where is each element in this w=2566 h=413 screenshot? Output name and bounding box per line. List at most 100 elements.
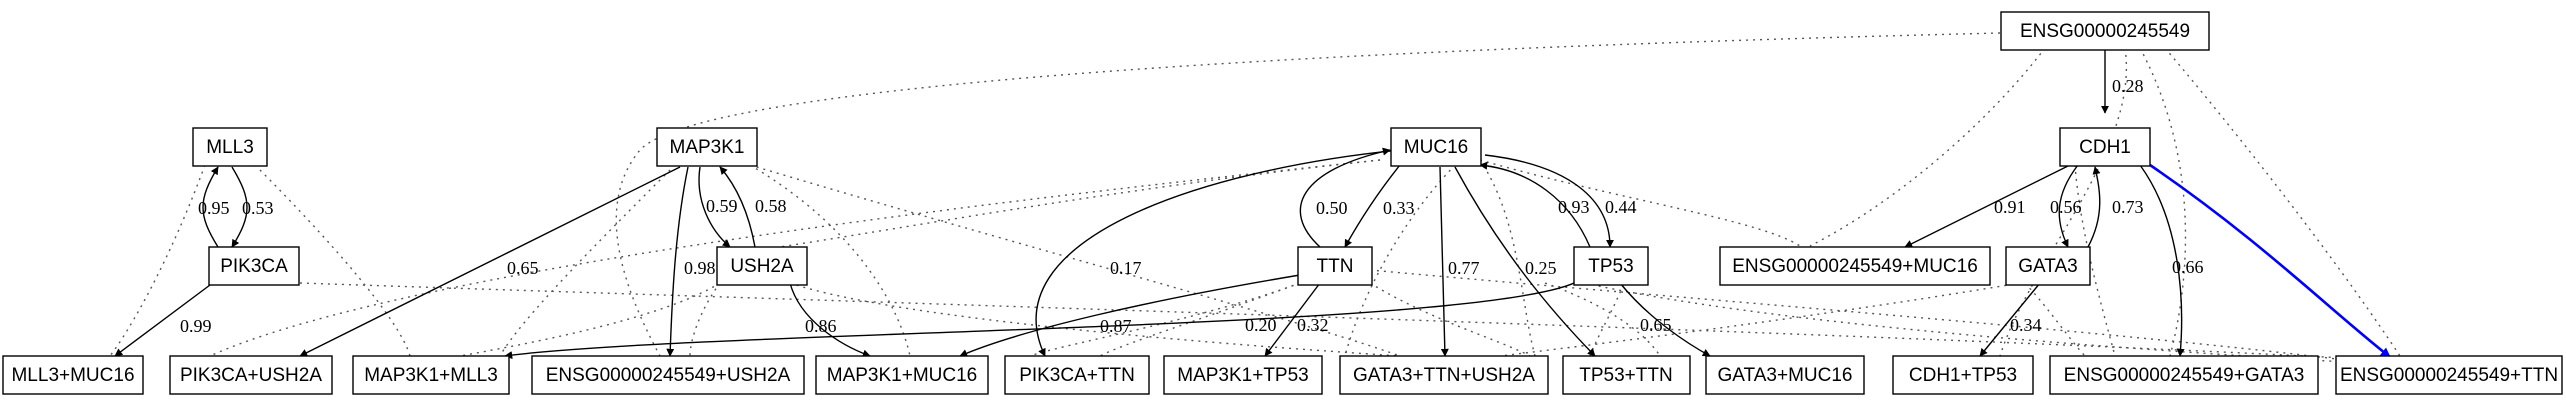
- nodes: ENSG00000245549 CDH1 MLL3 MAP3K1 MUC16 P…: [2, 11, 2563, 395]
- node-tp53[interactable]: TP53: [1573, 246, 1649, 286]
- node-ttn[interactable]: TTN: [1297, 246, 1373, 286]
- edge-label: 0.95: [198, 198, 230, 218]
- node-pik3ca[interactable]: PIK3CA: [208, 246, 300, 286]
- dotted-edge: [459, 282, 721, 357]
- edge-label: 0.86: [805, 316, 837, 336]
- edge-label: 0.53: [242, 198, 274, 218]
- node-label: ENSG00000245549+MUC16: [1732, 256, 1978, 277]
- edge-label: 0.56: [2050, 197, 2082, 217]
- node-gata3-muc16[interactable]: GATA3+MUC16: [1705, 355, 1865, 395]
- edge-label: 0.87: [1100, 316, 1132, 336]
- node-label: ENSG00000245549+TTN: [2340, 365, 2558, 386]
- node-label: GATA3+TTN+USH2A: [1353, 365, 1535, 386]
- edge-cdh1-ensg-muc16: [1904, 164, 2071, 248]
- node-label: GATA3+MUC16: [1718, 365, 1853, 386]
- edge-gata3-cdh1-tp53: [1979, 282, 2041, 357]
- node-ensg-ush2a[interactable]: ENSG00000245549+USH2A: [531, 355, 805, 395]
- dotted-edge: [2139, 47, 2187, 357]
- edge-tp53-map3k1-mll3: [504, 279, 1581, 360]
- node-label: PIK3CA+TTN: [1019, 365, 1135, 386]
- node-label: ENSG00000245549: [2020, 21, 2190, 42]
- node-map3k1[interactable]: MAP3K1: [656, 127, 758, 167]
- dotted-edge: [1584, 282, 2346, 363]
- edge-label: 0.58: [755, 196, 787, 216]
- dotted-edge: [299, 282, 2346, 359]
- dotted-edge: [719, 159, 1381, 257]
- dotted-edge: [1369, 282, 1531, 357]
- node-tp53-ttn[interactable]: TP53+TTN: [1562, 355, 1691, 395]
- node-label: ENSG00000245549+USH2A: [546, 365, 791, 386]
- edge-label: 0.66: [2172, 257, 2204, 277]
- edge-label: 0.93: [1558, 197, 1590, 217]
- node-label: PIK3CA: [220, 256, 288, 277]
- node-label: MAP3K1+MUC16: [827, 365, 977, 386]
- node-ensg-ttn[interactable]: ENSG00000245549+TTN: [2335, 355, 2563, 395]
- edge-ttn-map3k1-tp53: [1264, 282, 1321, 357]
- edge-mll3-pik3ca: [231, 166, 248, 248]
- node-label: PIK3CA+USH2A: [180, 365, 322, 386]
- node-gata3[interactable]: GATA3: [2005, 246, 2091, 286]
- solid-edges: [114, 48, 2391, 360]
- node-gata3-ttn-ush2a[interactable]: GATA3+TTN+USH2A: [1339, 355, 1549, 395]
- dotted-edge: [1479, 159, 1801, 247]
- edge-map3k1-ush2a: [698, 166, 731, 248]
- edge-muc16-pik3ca-ttn: [1035, 149, 1401, 357]
- dotted-edge: [1809, 47, 2046, 247]
- edge-cdh1-gata3: [2058, 164, 2079, 248]
- edge-map3k1-pik3ca-ush2a: [299, 166, 681, 357]
- node-map3k1-mll3[interactable]: MAP3K1+MLL3: [352, 355, 510, 395]
- edge-ttn-map3k1-muc16: [959, 274, 1301, 357]
- edge-cdh1-ensg-ttn-highlight: [2149, 163, 2391, 359]
- dotted-edge: [749, 164, 1401, 357]
- edge-label: 0.33: [1383, 198, 1415, 218]
- dotted-edge: [499, 164, 676, 357]
- edge-cdh1-ensg-gata3: [2139, 164, 2185, 357]
- edge-label: 0.25: [1525, 258, 1557, 278]
- node-label: MAP3K1+MLL3: [364, 365, 498, 386]
- edge-label: 0.28: [2112, 76, 2144, 96]
- edge-label: 0.34: [2010, 315, 2042, 335]
- edge-gata3-cdh1: [2087, 166, 2101, 248]
- edge-label: 0.99: [180, 316, 212, 336]
- dotted-edge: [689, 282, 721, 357]
- edge-label: 0.59: [706, 196, 738, 216]
- node-ensg00000245549[interactable]: ENSG00000245549: [2000, 11, 2210, 51]
- edge-muc16-ttn: [1344, 164, 1401, 248]
- edge-labels: 0.28 0.95 0.53 0.59 0.58 0.50 0.33 0.93 …: [180, 76, 2204, 336]
- node-pik3ca-ush2a[interactable]: PIK3CA+USH2A: [169, 355, 333, 395]
- edge-muc16-tp53: [1484, 154, 1614, 248]
- node-map3k1-tp53[interactable]: MAP3K1+TP53: [1163, 355, 1323, 395]
- edge-ush2a-map3k1: [719, 166, 756, 248]
- node-label: MAP3K1+TP53: [1177, 365, 1309, 386]
- node-ensg-muc16[interactable]: ENSG00000245549+MUC16: [1719, 246, 1991, 286]
- node-mll3-muc16[interactable]: MLL3+MUC16: [2, 355, 144, 395]
- edge-label: 0.44: [1605, 197, 1637, 217]
- dotted-edge: [1479, 159, 1536, 357]
- node-pik3ca-ttn[interactable]: PIK3CA+TTN: [1004, 355, 1150, 395]
- node-label: USH2A: [730, 256, 794, 277]
- node-mll3[interactable]: MLL3: [192, 127, 268, 167]
- edge-ttn-muc16: [1299, 147, 1391, 248]
- edge-map3k1-ensg-ush2a: [666, 166, 689, 357]
- node-cdh1[interactable]: CDH1: [2059, 127, 2151, 167]
- dotted-edge: [1544, 282, 1661, 357]
- node-label: ENSG00000245549+GATA3: [2064, 365, 2305, 386]
- edge-label: 0.17: [1110, 258, 1142, 278]
- edge-tp53-muc16: [1479, 161, 1591, 248]
- dotted-edge: [1999, 47, 2128, 357]
- node-label: MLL3: [206, 137, 254, 158]
- edge-label: 0.65: [507, 258, 539, 278]
- edge-muc16-gata3-ttn-ush2a: [1439, 166, 1449, 357]
- node-cdh1-tp53[interactable]: CDH1+TP53: [1892, 355, 2034, 395]
- node-ensg-gata3[interactable]: ENSG00000245549+GATA3: [2049, 355, 2319, 395]
- edge-label: 0.73: [2112, 197, 2144, 217]
- dotted-edge: [1369, 269, 2346, 361]
- node-label: TP53: [1588, 256, 1633, 277]
- edge-label: 0.20: [1245, 315, 1277, 335]
- edge-label: 0.65: [1640, 315, 1672, 335]
- node-muc16[interactable]: MUC16: [1390, 127, 1482, 167]
- dotted-edge: [109, 164, 206, 357]
- node-ush2a[interactable]: USH2A: [716, 246, 808, 286]
- node-map3k1-muc16[interactable]: MAP3K1+MUC16: [815, 355, 989, 395]
